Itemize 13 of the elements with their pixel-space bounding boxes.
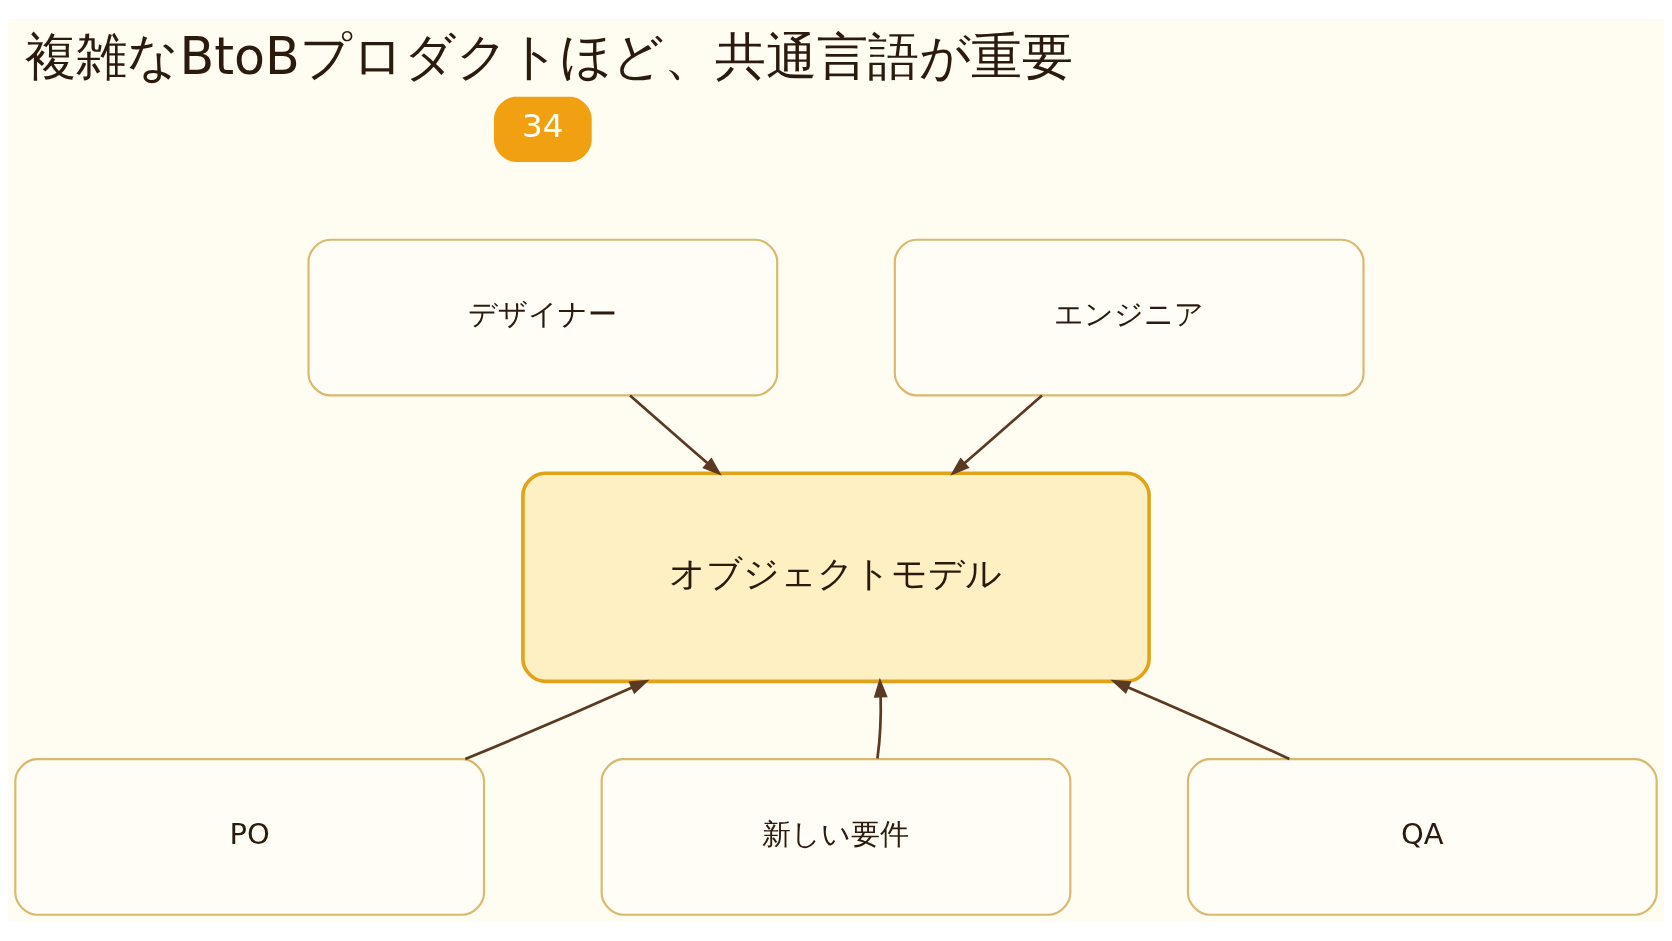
label: 34	[522, 107, 564, 146]
arrow	[464, 679, 650, 761]
arrow	[1110, 679, 1290, 761]
node-box: オブジェクトモデル	[521, 471, 1151, 684]
diagram-title: 複雑なBtoBプロダクトほど、共通言語が重要	[25, 27, 1073, 87]
node-box: デザイナー	[307, 238, 779, 397]
arrow	[873, 677, 888, 759]
arrow	[950, 394, 1043, 476]
node-box: 新しい要件	[600, 758, 1072, 916]
node-box: エンジニア	[893, 238, 1365, 397]
arrow	[629, 394, 722, 476]
node-box: PO	[14, 758, 486, 916]
node-box: QA	[1186, 758, 1658, 916]
